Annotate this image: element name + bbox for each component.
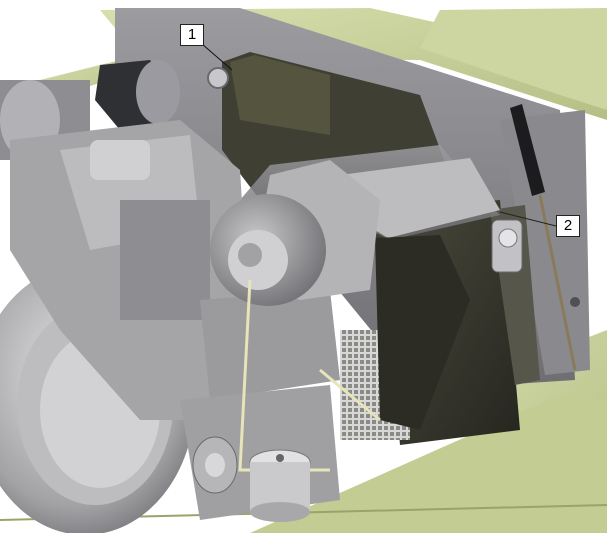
gas-strut	[510, 104, 577, 371]
oil-filter	[249, 449, 311, 522]
coolant-elbow	[491, 219, 523, 273]
alternator	[210, 160, 380, 306]
callout-2: 2	[556, 215, 580, 237]
callout-1: 1	[180, 24, 204, 46]
leader-line-1	[201, 43, 233, 71]
fuel-valve	[192, 436, 238, 494]
